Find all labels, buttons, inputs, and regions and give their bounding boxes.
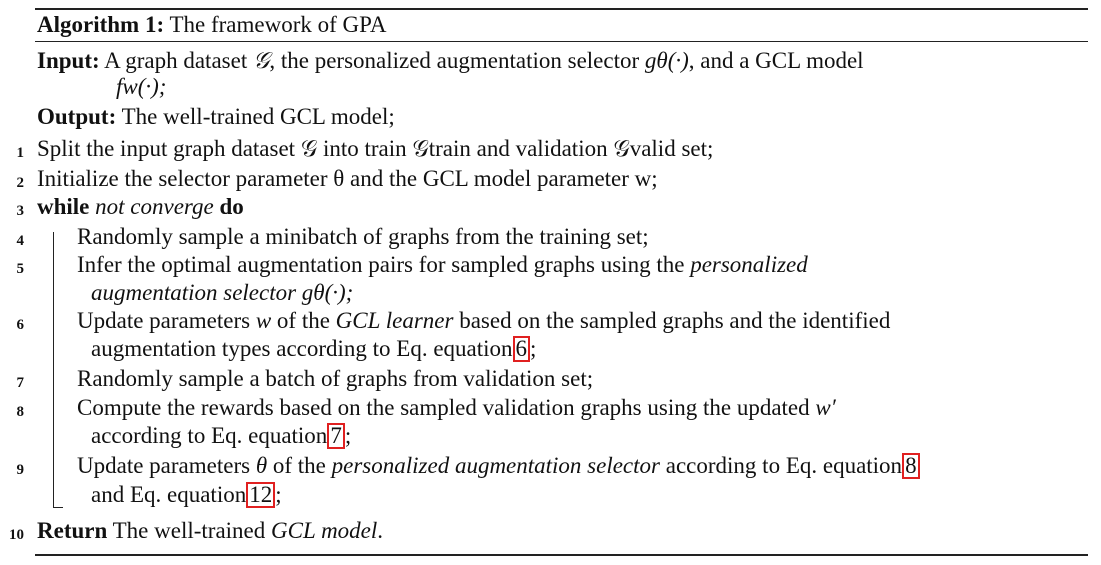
output-label: Output:: [37, 104, 117, 129]
line-text: Infer the optimal augmentation pairs for…: [77, 252, 685, 277]
keyword-do: do: [219, 194, 244, 219]
output-line: Output: The well-trained GCL model;: [37, 104, 395, 130]
line-text: Randomly sample a batch of graphs from v…: [77, 366, 594, 391]
line-number: 5: [16, 261, 25, 277]
algorithm-line-5-cont: augmentation selector gθ(·);: [91, 280, 353, 306]
equation-ref-link[interactable]: 7: [327, 423, 345, 449]
emphasis-text: GCL learner: [335, 308, 454, 333]
line-text: according to Eq. equation: [91, 423, 328, 448]
input-text: , and a GCL model: [688, 48, 864, 73]
keyword-return: Return: [37, 518, 108, 543]
line-text: Update parameters: [77, 453, 251, 478]
line-number: 3: [16, 203, 25, 219]
title-rule: [35, 41, 1088, 42]
algorithm-label: Algorithm 1:: [37, 12, 165, 37]
algorithm-title: Algorithm 1: The framework of GPA: [37, 12, 386, 38]
equation-ref-link[interactable]: 6: [512, 336, 531, 362]
line-number: 1: [16, 145, 25, 161]
input-line: Input: A graph dataset 𝒢, the personaliz…: [37, 48, 864, 74]
math-symbol: w: [255, 308, 272, 333]
line-text: Randomly sample a minibatch of graphs fr…: [77, 224, 649, 249]
punctuation: .: [377, 518, 384, 543]
line-number: 6: [16, 317, 25, 333]
line-number: 2: [16, 175, 25, 191]
math-symbol: fw(·);: [116, 74, 167, 99]
line-text: Update parameters: [77, 308, 251, 333]
emphasis-text: GCL model: [271, 518, 378, 543]
math-symbol: gθ(·);: [301, 280, 354, 305]
line-text: augmentation types according to Eq. equa…: [91, 336, 513, 361]
line-number: 4: [16, 233, 25, 249]
line-text: of the: [276, 308, 330, 333]
input-label: Input:: [37, 48, 100, 73]
line-text: and Eq. equation: [91, 482, 247, 507]
top-rule: [35, 8, 1088, 10]
keyword-while: while: [37, 194, 90, 219]
math-symbol: w′: [815, 395, 836, 420]
math-symbol: θ: [255, 453, 268, 478]
line-text: Compute the rewards based on the sampled…: [77, 395, 810, 420]
punctuation: ;: [530, 336, 537, 361]
line-number: 8: [16, 404, 25, 420]
input-text: A graph dataset: [104, 48, 248, 73]
line-number: 9: [16, 462, 25, 478]
algorithm-caption: The framework of GPA: [169, 12, 387, 37]
input-continuation: fw(·);: [116, 74, 166, 100]
math-symbol: gθ(·): [644, 48, 689, 73]
line-text: Split the input graph dataset 𝒢 into tra…: [37, 136, 714, 161]
punctuation: ;: [275, 482, 282, 507]
loop-condition: not converge: [95, 194, 214, 219]
line-text: based on the sampled graphs and the iden…: [459, 308, 891, 333]
math-symbol: 𝒢: [252, 48, 270, 74]
loop-bracket: [53, 232, 54, 508]
loop-bracket-foot: [53, 507, 63, 508]
line-text: The well-trained: [112, 518, 266, 543]
emphasis-text: personalized augmentation selector: [331, 453, 660, 478]
emphasis-text: augmentation selector: [91, 280, 297, 305]
line-text: of the: [272, 453, 326, 478]
algorithm-line-6-cont: augmentation types according to Eq. equa…: [91, 336, 536, 362]
line-text: according to Eq. equation: [665, 453, 903, 478]
line-number: 7: [16, 375, 25, 391]
line-text: Initialize the selector parameter θ and …: [37, 166, 658, 191]
bottom-rule: [35, 554, 1088, 556]
output-text: The well-trained GCL model;: [121, 104, 395, 129]
equation-ref-link[interactable]: 12: [246, 482, 276, 508]
input-text: , the personalized augmentation selector: [269, 48, 640, 73]
equation-ref-link[interactable]: 8: [902, 453, 920, 479]
punctuation: ;: [344, 423, 352, 448]
emphasis-text: personalized: [690, 252, 808, 277]
line-number: 10: [9, 527, 24, 543]
